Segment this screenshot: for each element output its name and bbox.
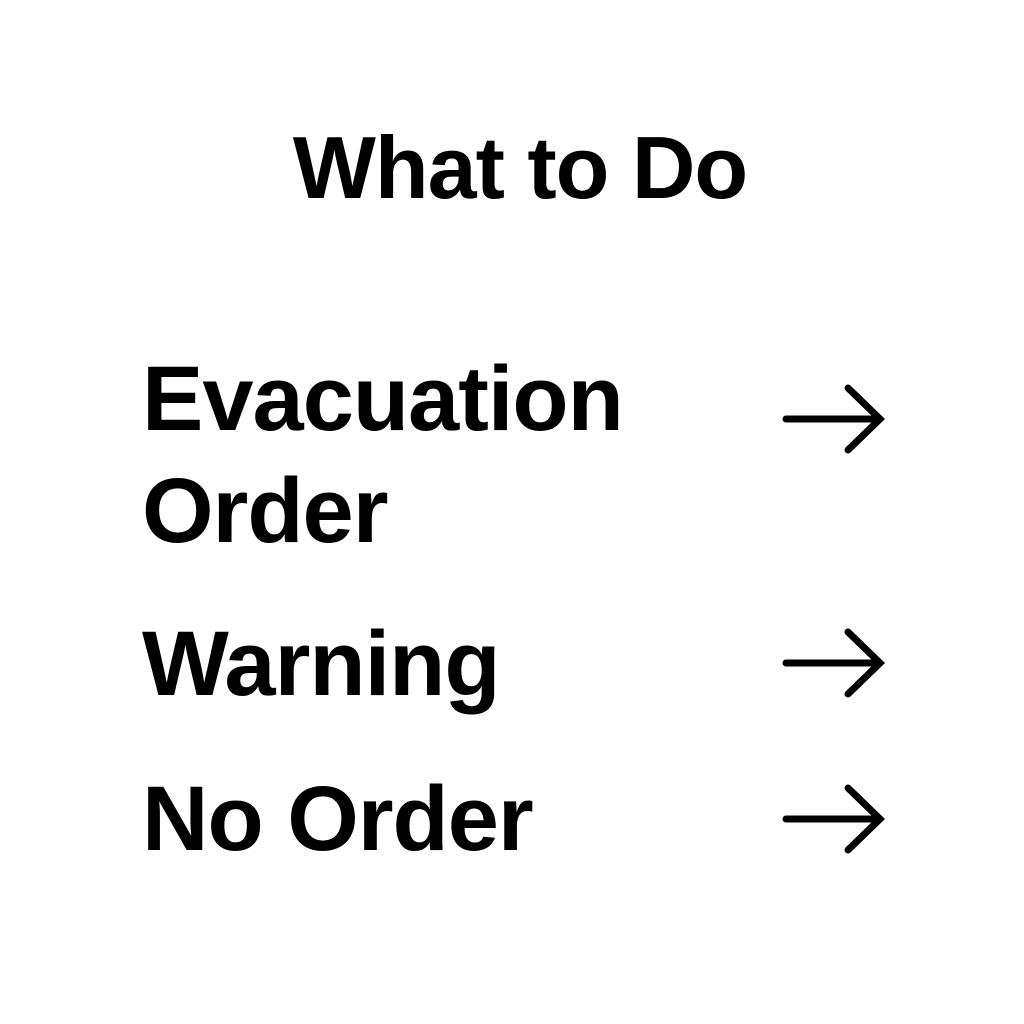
arrow-right-icon[interactable]: [782, 384, 886, 454]
arrow-right-icon[interactable]: [782, 628, 886, 698]
option-label-line1[interactable]: Evacuation: [142, 348, 624, 450]
option-label[interactable]: No Order: [142, 768, 534, 870]
option-label[interactable]: Warning: [142, 613, 501, 715]
page-title: What to Do: [292, 118, 748, 217]
option-label-line2[interactable]: Order: [142, 460, 389, 562]
arrow-right-icon[interactable]: [782, 784, 886, 854]
